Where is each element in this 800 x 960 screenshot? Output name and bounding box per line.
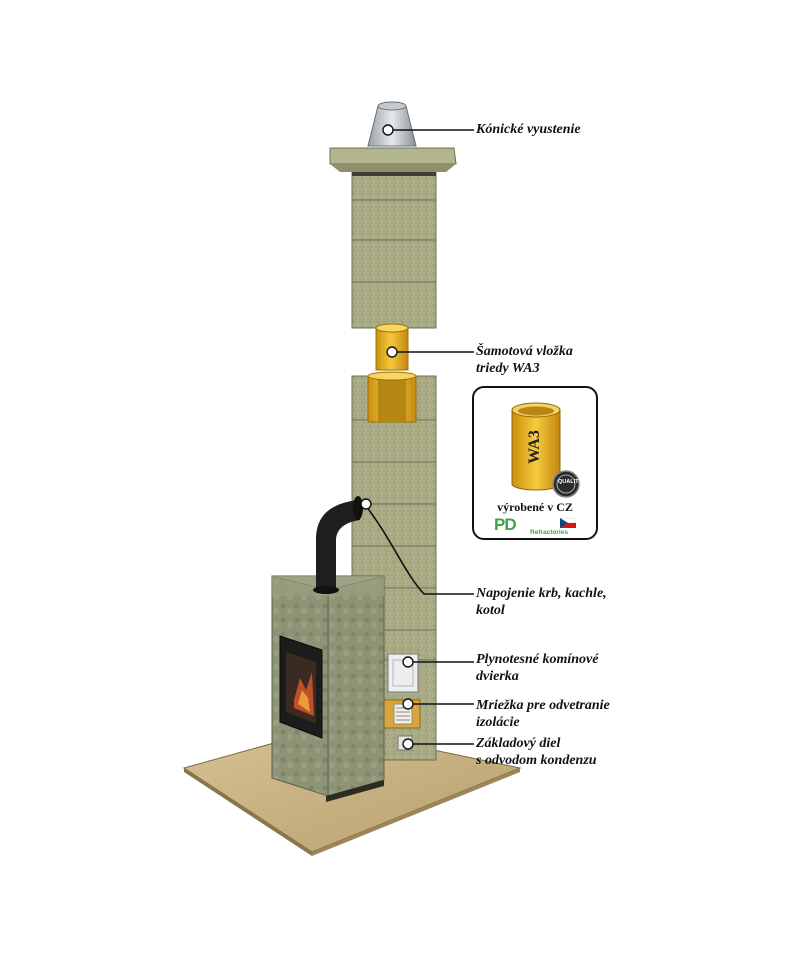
liner-product-image (511, 402, 580, 498)
floor-plate-edge (184, 768, 312, 856)
label-base-piece: Základový diel s odvodom kondenzu (476, 736, 597, 768)
brand-subtitle: Refractories (530, 529, 568, 536)
label-stove-connection: Napojenie krb, kachle, kotol (476, 586, 607, 618)
callout-lines (365, 129, 474, 745)
label-vent-grille: Mriežka pre odvetranie izolácie (476, 698, 610, 730)
upper-chimney-blocks (351, 169, 437, 329)
brand-logo: PD (494, 515, 517, 534)
conical-outlet (367, 101, 417, 147)
czech-flag-icon (560, 518, 576, 528)
badge-made-in: výrobené v CZ (497, 500, 573, 514)
label-ceramic-liner: Šamotová vložka triedy WA3 (476, 344, 573, 376)
badge-product-mark: WA3 (525, 430, 543, 464)
callout-markers (360, 124, 414, 750)
lower-chimney-blocks (351, 371, 437, 677)
label-gastight-door: Plynotesné komínové dvierka (476, 652, 599, 684)
stove (271, 575, 385, 802)
flue-pipe (313, 496, 363, 594)
label-conical-outlet: Kónické vyustenie (476, 122, 581, 137)
badge-quality-seal: QUALITY (558, 479, 583, 485)
chimney-cap (329, 147, 457, 165)
product-badge: WA3 QUALITY výrobené v CZ PD Refractorie… (472, 386, 598, 540)
